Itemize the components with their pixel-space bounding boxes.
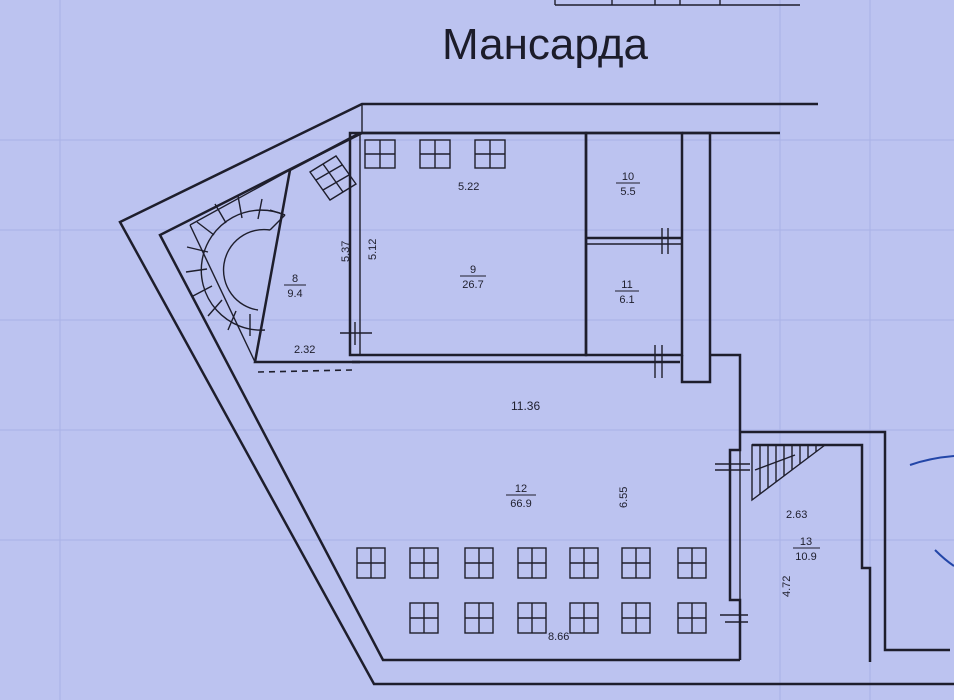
- room-label-12: 12 66.9: [506, 483, 536, 510]
- stair-furniture-block: [308, 155, 358, 201]
- room-number: 13: [800, 536, 812, 548]
- dimension-label: 6.55: [618, 487, 630, 508]
- room-label-9: 9 26.7: [460, 264, 486, 291]
- room-area: 5.5: [620, 186, 635, 198]
- dimension-label: 5.12: [367, 239, 379, 260]
- room-number: 11: [621, 279, 632, 291]
- desk-symbol: [621, 602, 651, 634]
- room-area: 6.1: [619, 294, 634, 306]
- dimension-label: 8.66: [548, 631, 569, 643]
- desk-symbol: [569, 547, 599, 579]
- dimension-label: 5.37: [340, 241, 352, 262]
- stair-area-room-8: [185, 131, 361, 373]
- room-number: 12: [515, 483, 527, 495]
- dimension-label: 2.32: [294, 344, 315, 356]
- dimension-label: 11.36: [511, 399, 540, 413]
- room-9-desks: [364, 139, 506, 169]
- ink-annotation: [909, 455, 954, 567]
- header-table-fragment: [554, 0, 800, 6]
- dimension-label: 2.63: [786, 509, 807, 521]
- desk-symbol: [464, 602, 494, 634]
- room-label-8: 8 9.4: [284, 273, 306, 300]
- desk-symbol: [356, 547, 386, 579]
- desk-symbol: [464, 547, 494, 579]
- room-label-13: 13 10.9: [793, 536, 820, 563]
- desk-symbol: [677, 602, 707, 634]
- room-12-desks: [356, 547, 707, 634]
- desk-symbol: [409, 602, 439, 634]
- room-12-13-walls: [710, 353, 950, 662]
- room-number: 9: [470, 264, 476, 276]
- rooms-10-11-walls: [584, 131, 712, 384]
- desk-symbol: [677, 547, 707, 579]
- room-area: 9.4: [287, 288, 302, 300]
- desk-symbol: [517, 602, 547, 634]
- desk-symbol: [517, 547, 547, 579]
- spiral-stair-treads: [185, 195, 286, 336]
- room-area: 26.7: [462, 279, 483, 291]
- room-label-11: 11 6.1: [615, 279, 639, 306]
- dimension-label: 4.72: [781, 576, 793, 597]
- room-label-10: 10 5.5: [616, 171, 640, 198]
- room-area: 66.9: [510, 498, 531, 510]
- desk-symbol: [621, 547, 651, 579]
- plan-title: Мансарда: [442, 20, 648, 69]
- room-13-stairs: [751, 444, 828, 502]
- room-area: 10.9: [795, 551, 816, 563]
- room-number: 8: [292, 273, 298, 285]
- outer-walls: [118, 102, 954, 686]
- desk-symbol: [409, 547, 439, 579]
- labels: 5.22 5.37 5.12 2.32 11.36 6.55 2.63 4.72…: [284, 171, 820, 643]
- room-number: 10: [622, 171, 634, 183]
- dimension-label: 5.22: [458, 181, 479, 193]
- desk-symbol: [569, 602, 599, 634]
